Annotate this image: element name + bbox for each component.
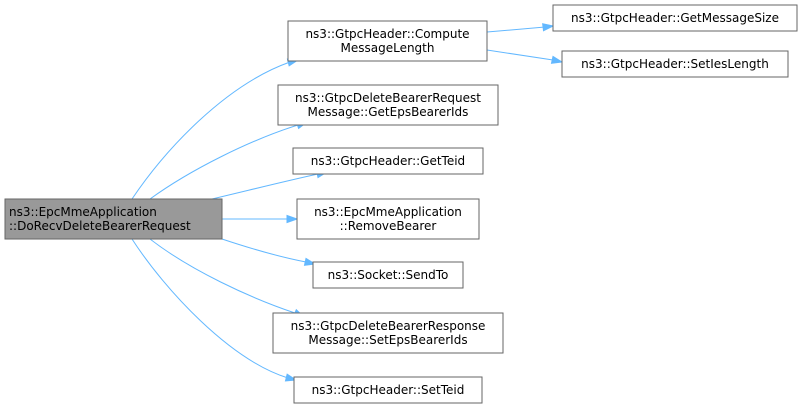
edge-compute-to-setieslen: [486, 49, 564, 64]
edge-root-to-getteid: [211, 170, 329, 200]
node-label-line: ns3::GtpcDeleteBearerResponse: [291, 319, 486, 333]
node-label-line: ::DoRecvDeleteBearerRequest: [9, 219, 191, 233]
edge-root-to-setteid: [131, 238, 298, 382]
edge-line: [149, 238, 296, 314]
node-label-line: Message::GetEpsBearerIds: [308, 105, 469, 119]
edge-line: [131, 61, 291, 200]
node-box: [552, 4, 798, 32]
node-root[interactable]: ns3::EpcMmeApplication::DoRecvDeleteBear…: [4, 198, 223, 240]
edge-compute-to-getmsgsize: [486, 23, 555, 33]
node-label-line: ns3::EpcMmeApplication: [314, 205, 462, 219]
node-box: [287, 20, 488, 62]
node-sendto[interactable]: ns3::Socket::SendTo: [312, 261, 464, 289]
arrowhead-icon: [542, 23, 555, 32]
nodes-layer: ns3::EpcMmeApplication::DoRecvDeleteBear…: [4, 4, 798, 404]
node-setepsbearerids[interactable]: ns3::GtpcDeleteBearerResponseMessage::Se…: [272, 312, 504, 354]
node-getmsgsize[interactable]: ns3::GtpcHeader::GetMessageSize: [552, 4, 798, 32]
node-box: [312, 261, 464, 289]
node-label-line: ns3::GtpcDeleteBearerRequest: [295, 91, 481, 105]
node-setieslen[interactable]: ns3::GtpcHeader::SetIesLength: [561, 50, 789, 78]
node-label-line: ns3::GtpcHeader::GetTeid: [311, 154, 465, 168]
node-box: [4, 198, 223, 240]
edge-line: [486, 26, 546, 33]
node-label-line: ::RemoveBearer: [340, 219, 437, 233]
node-label-line: MessageLength: [341, 41, 435, 55]
node-box: [296, 198, 480, 240]
arrowhead-icon: [286, 214, 299, 224]
node-label-line: ns3::GtpcHeader::Compute: [305, 27, 469, 41]
node-label-line: ns3::GtpcHeader::SetIesLength: [581, 57, 769, 71]
node-getepsbearerids[interactable]: ns3::GtpcDeleteBearerRequestMessage::Get…: [277, 84, 499, 126]
edge-line: [211, 173, 319, 200]
node-box: [561, 50, 789, 78]
edge-root-to-getepsbearerids: [149, 121, 309, 200]
node-label-line: ns3::GtpcHeader::GetMessageSize: [571, 11, 779, 25]
edge-line: [149, 124, 299, 200]
node-setteid[interactable]: ns3::GtpcHeader::SetTeid: [293, 376, 483, 404]
node-label-line: ns3::EpcMmeApplication: [9, 205, 157, 219]
node-getteid[interactable]: ns3::GtpcHeader::GetTeid: [292, 147, 484, 175]
arrowhead-icon: [284, 373, 298, 382]
edge-root-to-setepsbearerids: [149, 238, 306, 318]
node-label-line: ns3::GtpcHeader::SetTeid: [312, 383, 465, 397]
arrowhead-icon: [303, 257, 317, 266]
node-label-line: ns3::Socket::SendTo: [328, 268, 449, 282]
edge-line: [486, 49, 554, 61]
edge-root-to-sendto: [221, 238, 317, 266]
edge-line: [221, 238, 307, 263]
node-label-line: Message::SetEpsBearerIds: [308, 333, 467, 347]
node-box: [277, 84, 499, 126]
node-box: [292, 147, 484, 175]
edge-line: [131, 238, 289, 379]
node-box: [293, 376, 483, 404]
arrowhead-icon: [550, 55, 564, 64]
edge-root-to-compute: [131, 58, 300, 200]
edge-root-to-removebearer: [222, 214, 299, 224]
node-removebearer[interactable]: ns3::EpcMmeApplication::RemoveBearer: [296, 198, 480, 240]
node-box: [272, 312, 504, 354]
